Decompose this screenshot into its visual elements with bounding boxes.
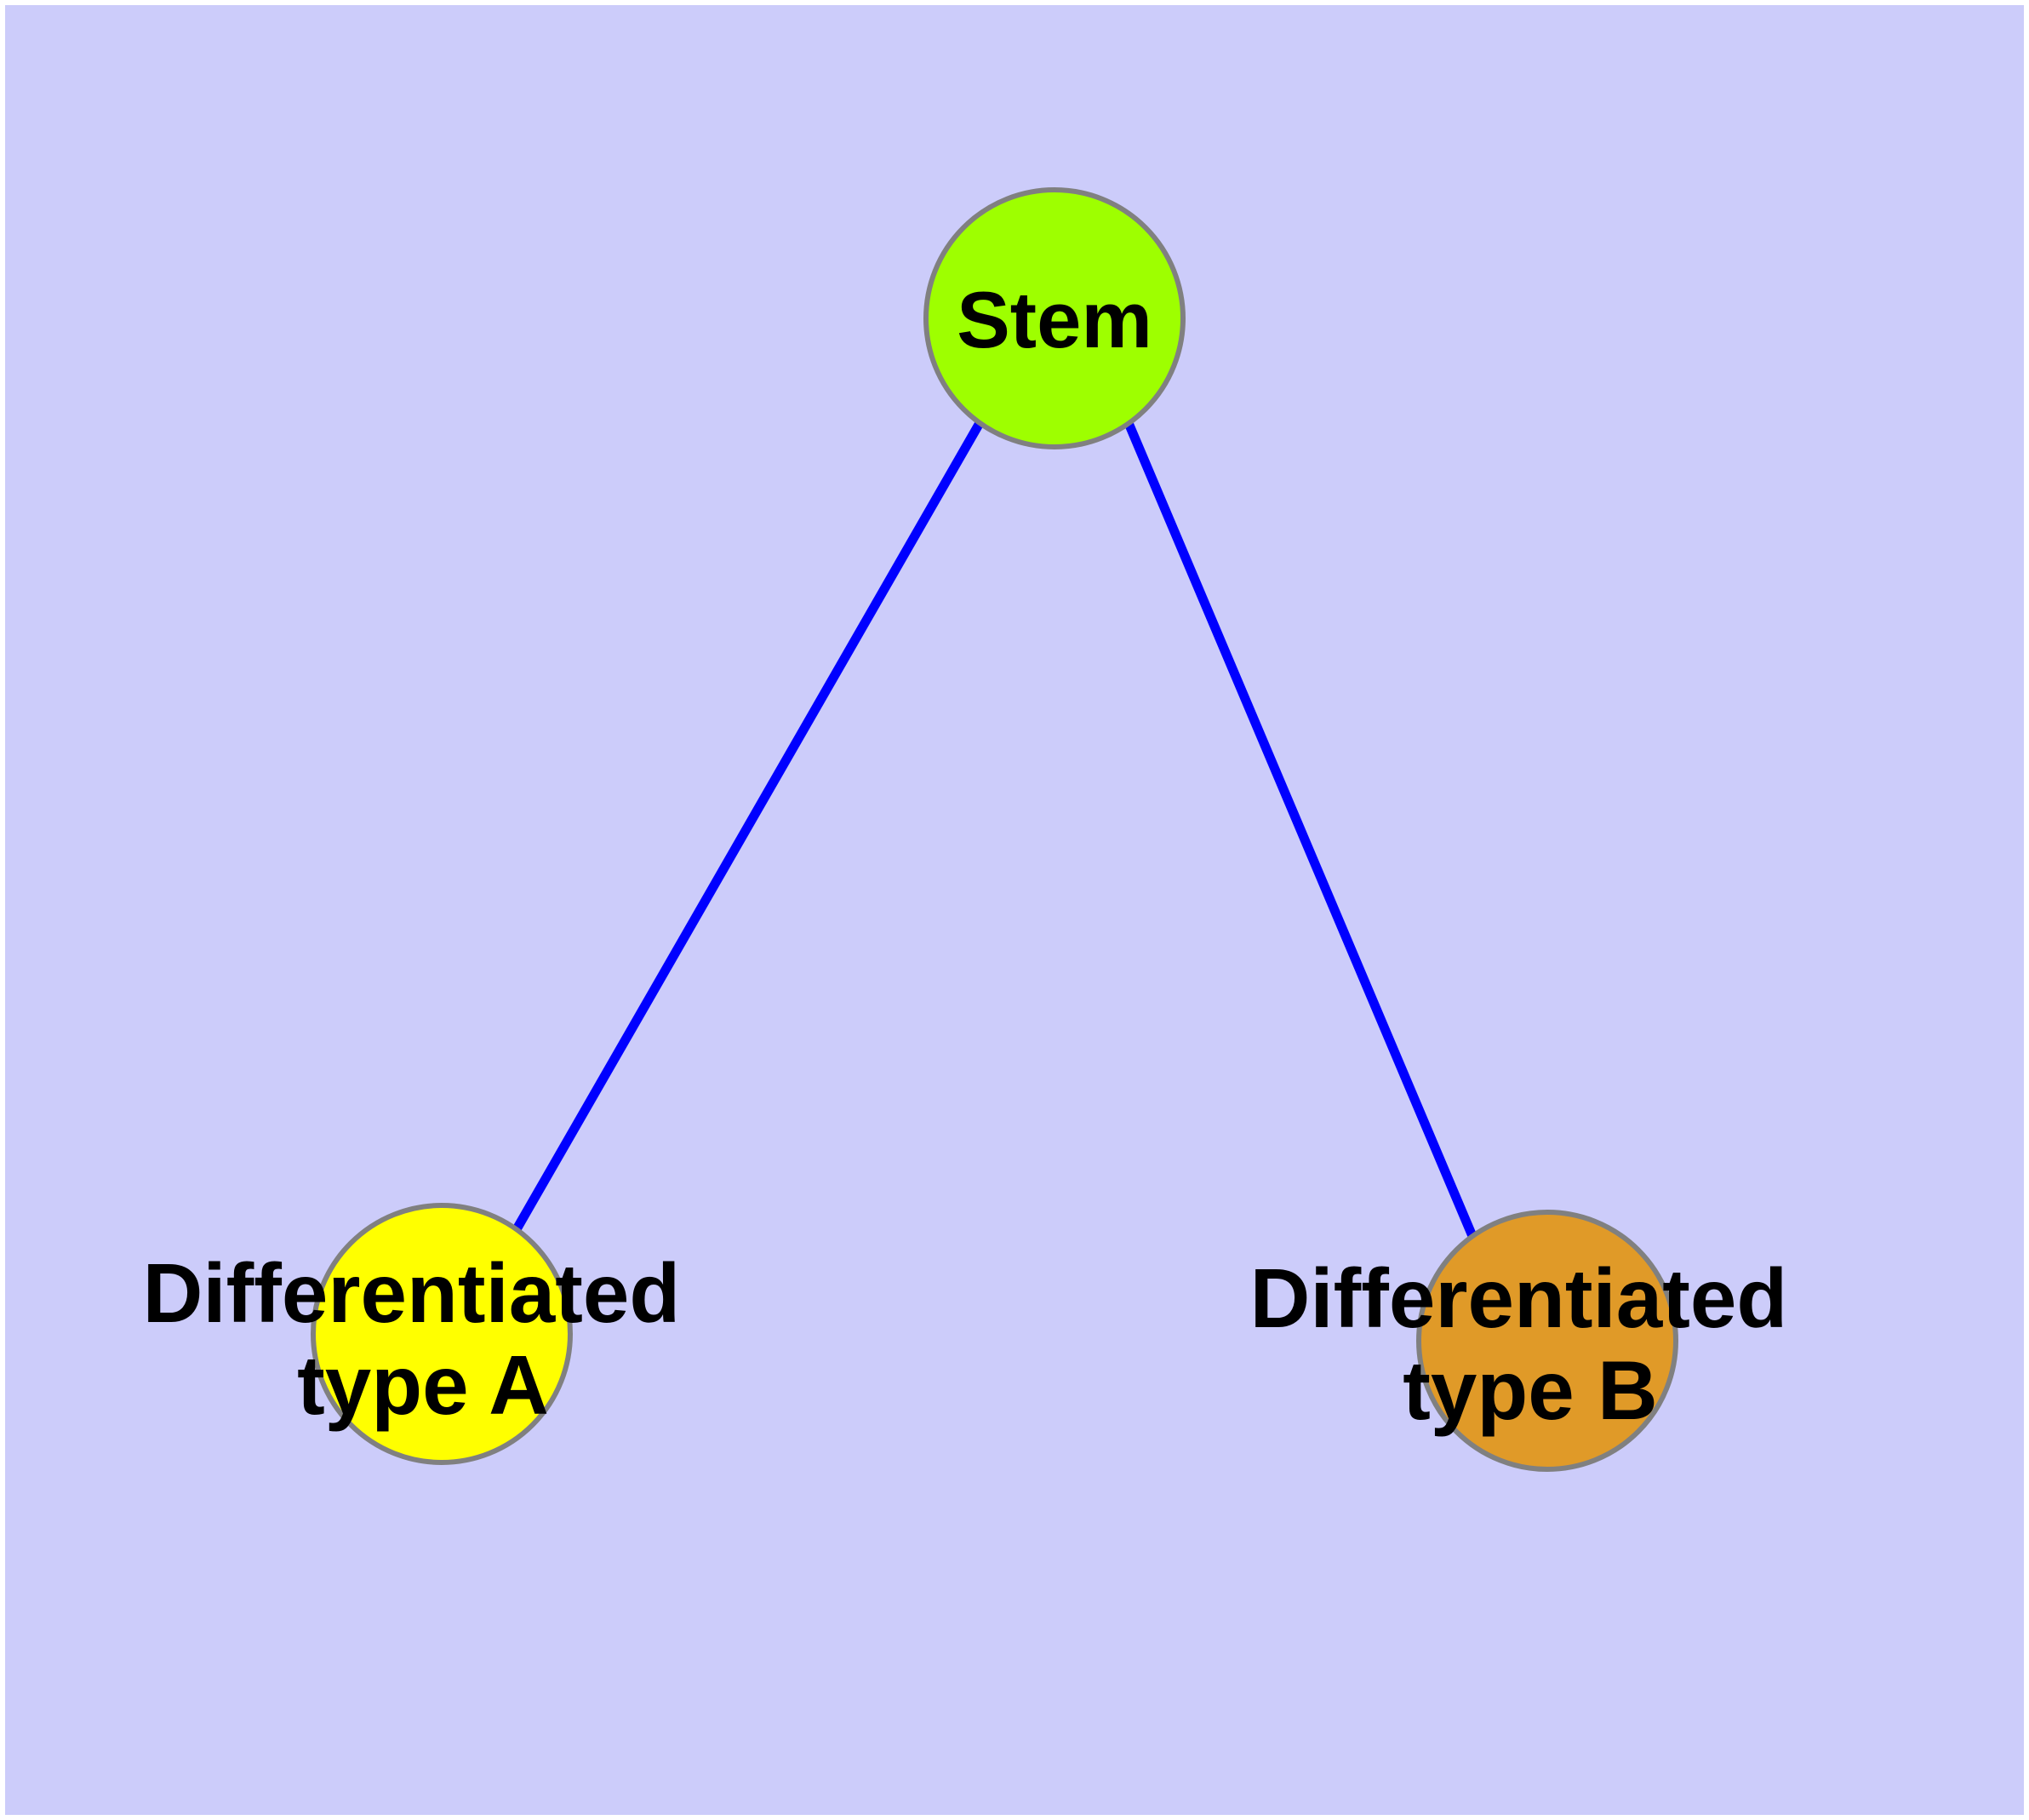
node-differentiated-type-b-label-line2: type B xyxy=(1403,1343,1658,1437)
node-differentiated-type-b-circle[interactable] xyxy=(1416,1210,1678,1472)
node-stem-label: Stem xyxy=(957,275,1152,364)
node-differentiated-type-b-label: Differentiated type B xyxy=(1250,1251,1811,1437)
node-stem-label-line1: Stem xyxy=(957,275,1152,364)
node-differentiated-type-b-label-line1: Differentiated xyxy=(1250,1251,1788,1345)
node-differentiated-type-a-label: Differentiated type A xyxy=(143,1246,704,1432)
node-differentiated-type-a-circle[interactable] xyxy=(311,1203,573,1465)
node-layer: Stem Differentiated type A Differentiate… xyxy=(143,187,1811,1472)
node-stem[interactable]: Stem xyxy=(923,187,1186,449)
edge-stem-to-differentiated-type-b xyxy=(1123,421,1477,1239)
node-differentiated-type-a-label-line1: Differentiated xyxy=(143,1246,681,1340)
node-differentiated-type-a-label-line2: type A xyxy=(297,1338,549,1432)
node-stem-circle[interactable] xyxy=(923,187,1186,449)
edge-stem-to-differentiated-type-a xyxy=(512,421,984,1232)
edge-layer xyxy=(512,421,1477,1239)
node-differentiated-type-b[interactable]: Differentiated type B xyxy=(1250,1210,1811,1472)
node-differentiated-type-a[interactable]: Differentiated type A xyxy=(143,1203,704,1465)
